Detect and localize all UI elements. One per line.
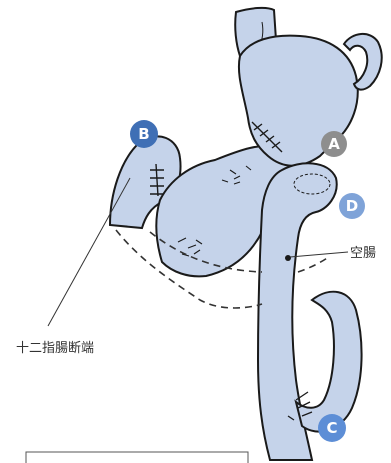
marker-c: C <box>318 414 346 442</box>
marker-a: A <box>321 131 347 157</box>
marker-b: B <box>130 120 158 148</box>
marker-d: D <box>339 193 365 219</box>
marker-c-text: C <box>326 419 337 437</box>
marker-b-text: B <box>138 125 149 143</box>
duodenal-stump-label: 十二指腸断端 <box>16 341 94 356</box>
duodenal-leader-line <box>48 178 130 326</box>
marker-d-text: D <box>346 197 358 215</box>
roux-loop <box>296 292 362 432</box>
marker-a-text: A <box>328 135 340 153</box>
jejunum-pointer-dot <box>285 255 291 261</box>
jejunum-leader-line <box>290 252 348 257</box>
jejunum-label: 空腸 <box>350 246 376 261</box>
dashed-path-right <box>298 256 330 272</box>
caption-box-fragment <box>26 452 248 463</box>
